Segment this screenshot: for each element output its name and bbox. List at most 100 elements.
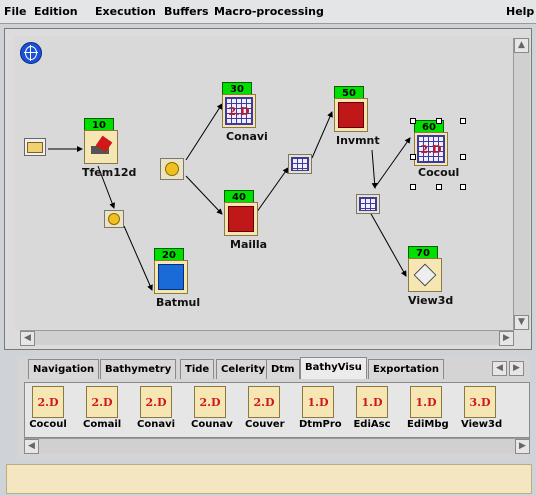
- grid-2d-icon: 2.D: [417, 135, 445, 163]
- node-30[interactable]: 30 2.D Conavi: [222, 82, 268, 144]
- tool-label: EdiMbg: [407, 419, 449, 430]
- tools-horizontal-scrollbar[interactable]: ◀ ▶: [24, 438, 530, 454]
- tool-view3d[interactable]: 3.D View3d: [461, 386, 503, 430]
- globe-icon[interactable]: [20, 42, 42, 64]
- tab-exportation[interactable]: Exportation: [368, 359, 444, 379]
- node-50[interactable]: 50 Invmnt: [334, 86, 380, 148]
- tool-label: Comail: [83, 419, 122, 430]
- menu-help[interactable]: Help: [506, 5, 535, 18]
- scroll-left-button[interactable]: ◀: [24, 439, 39, 454]
- node-label: View3d: [408, 294, 454, 307]
- menu-macro-processing[interactable]: Macro-processing: [214, 5, 324, 18]
- tool-tile: 2.D: [194, 386, 226, 418]
- tabs-scroll-left-button[interactable]: ◀: [492, 361, 507, 376]
- tool-glyph: 2.D: [253, 395, 275, 409]
- node-60[interactable]: 60 2.D Cocoul: [414, 120, 459, 182]
- tab-bathymetry[interactable]: Bathymetry: [100, 359, 177, 379]
- tool-tile: 1.D: [356, 386, 388, 418]
- tool-glyph: 1.D: [307, 395, 329, 409]
- selection-handle[interactable]: [436, 184, 442, 190]
- tool-tile: 1.D: [410, 386, 442, 418]
- menu-execution[interactable]: Execution: [95, 5, 156, 18]
- mesh-icon: [338, 102, 364, 128]
- tool-label: Couver: [245, 419, 285, 430]
- node-tile: [334, 98, 368, 132]
- connections: [48, 103, 411, 291]
- selection-handle[interactable]: [460, 154, 466, 160]
- mesh-icon: [228, 206, 254, 232]
- node-label: Batmul: [156, 296, 201, 309]
- tab-bathyvisu[interactable]: BathyVisu: [300, 357, 367, 379]
- tool-tile: 2.D: [248, 386, 280, 418]
- tool-cocoul[interactable]: 2.D Cocoul: [29, 386, 67, 430]
- node-label: Conavi: [226, 130, 268, 143]
- tool-label: Counav: [191, 419, 233, 430]
- tool-glyph: 3.D: [469, 395, 491, 409]
- grid-op-icon[interactable]: [288, 154, 312, 174]
- clock-op-icon[interactable]: [160, 158, 184, 180]
- node-tile: [84, 130, 118, 164]
- scroll-right-button[interactable]: ▶: [499, 331, 514, 346]
- menu-edition[interactable]: Edition: [34, 5, 78, 18]
- tool-label: DtmPro: [299, 419, 342, 430]
- tool-comail[interactable]: 2.D Comail: [83, 386, 121, 430]
- scroll-right-button[interactable]: ▶: [515, 439, 530, 454]
- node-10[interactable]: 10 Tfem12d: [82, 118, 136, 180]
- selection-handle[interactable]: [460, 118, 466, 124]
- tool-tile: 2.D: [140, 386, 172, 418]
- tool-glyph: 2.D: [37, 395, 59, 409]
- transform-op-icon[interactable]: [104, 210, 124, 228]
- selection-handle[interactable]: [410, 118, 416, 124]
- node-tile: 2.D: [414, 132, 448, 166]
- node-20[interactable]: 20 Batmul: [154, 248, 200, 310]
- tool-glyph: 2.D: [91, 395, 113, 409]
- node-label: Invmnt: [336, 134, 380, 147]
- node-tile: [224, 202, 258, 236]
- tab-navigation[interactable]: Navigation: [28, 359, 100, 379]
- tool-label: Cocoul: [29, 419, 67, 430]
- computer-icon: [90, 135, 113, 156]
- canvas-horizontal-scrollbar[interactable]: ◀ ▶: [20, 330, 514, 346]
- tool-counav[interactable]: 2.D Counav: [191, 386, 233, 430]
- tool-list: 2.D Cocoul 2.D Comail 2.D Conavi 2.D Counav 2.D C…: [24, 382, 530, 438]
- tool-tile: 2.D: [32, 386, 64, 418]
- menu-bar: File Edition Execution Buffers Macro-pro…: [0, 0, 536, 24]
- tool-label: Conavi: [137, 419, 176, 430]
- tool-glyph: 2.D: [199, 395, 221, 409]
- tool-label: View3d: [461, 419, 503, 430]
- node-70[interactable]: 70 View3d: [408, 246, 453, 308]
- node-tile: [154, 260, 188, 294]
- selection-handle[interactable]: [410, 184, 416, 190]
- tool-tile: 2.D: [86, 386, 118, 418]
- scroll-up-button[interactable]: ▲: [514, 38, 529, 53]
- tab-dtm[interactable]: Dtm: [266, 359, 300, 379]
- tab-celerity[interactable]: Celerity: [216, 359, 270, 379]
- tool-couver[interactable]: 2.D Couver: [245, 386, 285, 430]
- status-bar: [6, 464, 532, 494]
- selection-handle[interactable]: [410, 154, 416, 160]
- selection-handle[interactable]: [460, 184, 466, 190]
- menu-buffers[interactable]: Buffers: [164, 5, 209, 18]
- sonar-fan-icon: [158, 264, 184, 290]
- scroll-left-button[interactable]: ◀: [20, 331, 35, 346]
- cube-3d-icon: [413, 263, 437, 287]
- node-label: Mailla: [230, 238, 268, 251]
- tool-glyph: 2.D: [145, 395, 167, 409]
- tool-conavi[interactable]: 2.D Conavi: [137, 386, 175, 430]
- scroll-down-button[interactable]: ▼: [514, 315, 529, 330]
- canvas-vertical-scrollbar[interactable]: ▲ ▼: [513, 38, 530, 330]
- node-label: Cocoul: [418, 166, 460, 179]
- workflow-canvas[interactable]: 10 Tfem12d 20 Batmul 30 2.D Conavi: [14, 36, 514, 330]
- folder-icon[interactable]: [24, 138, 46, 156]
- tabs-scroll-right-button[interactable]: ▶: [509, 361, 524, 376]
- menu-file[interactable]: File: [4, 5, 27, 18]
- node-tile: 2.D: [222, 94, 256, 128]
- tab-tide[interactable]: Tide: [180, 359, 215, 379]
- node-40[interactable]: 40 Mailla: [224, 190, 267, 252]
- grid-2d-icon: 2.D: [225, 97, 253, 125]
- grid-op-icon[interactable]: [356, 194, 380, 214]
- tool-dtmpro[interactable]: 1.D DtmPro: [299, 386, 342, 430]
- selection-handle[interactable]: [436, 118, 442, 124]
